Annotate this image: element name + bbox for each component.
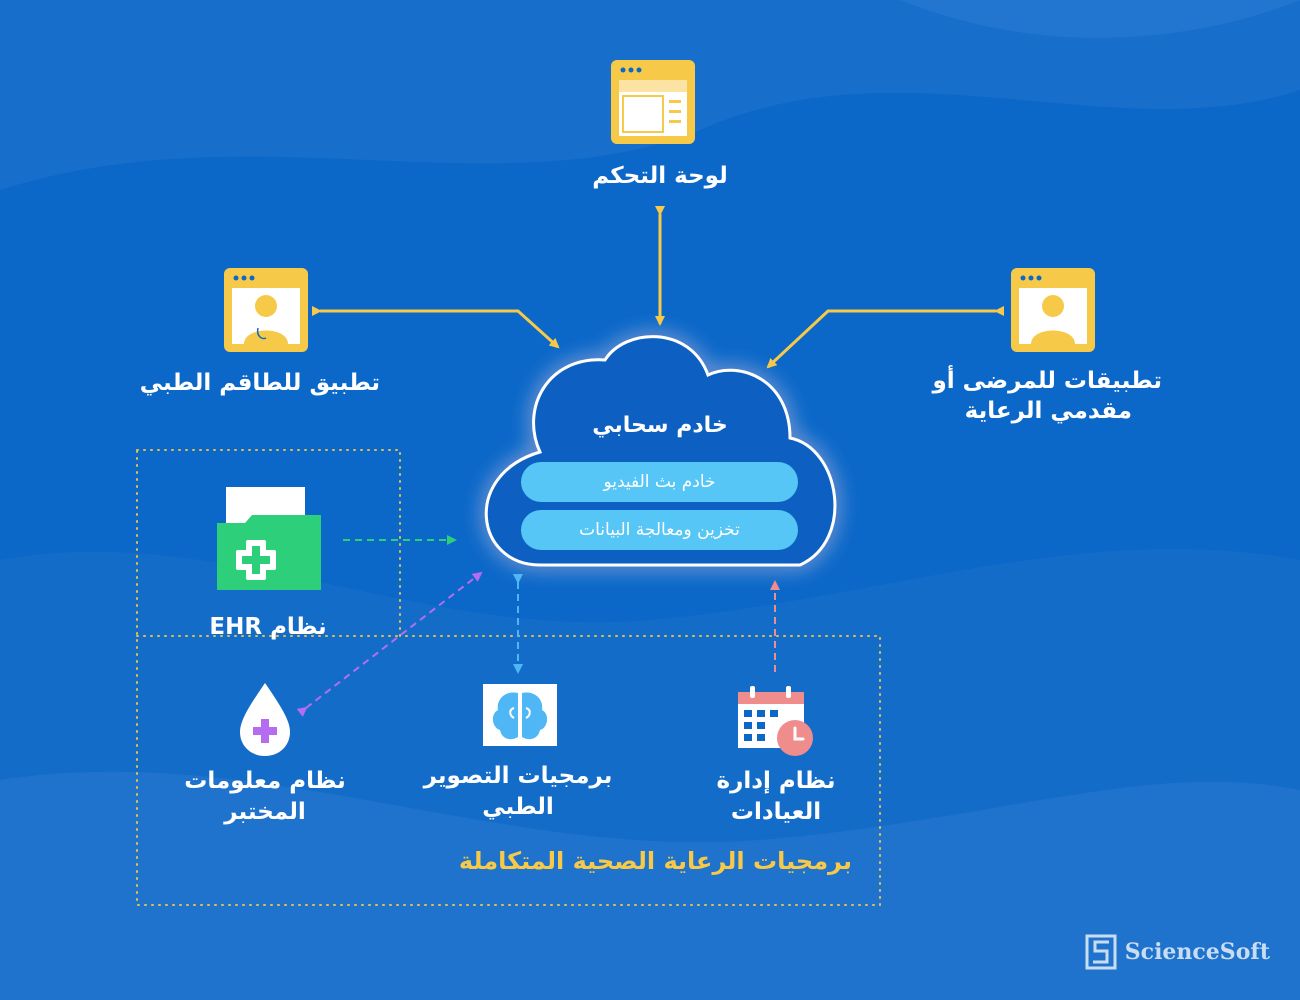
imaging-software-label-line1: برمجيات التصوير bbox=[423, 763, 613, 789]
sciencesoft-logo: ScienceSoft bbox=[1085, 934, 1270, 970]
connector-staff-app-cloud bbox=[312, 306, 560, 349]
doctor-window-icon bbox=[224, 268, 308, 352]
sciencesoft-logo-icon bbox=[1085, 934, 1117, 970]
blood-drop-icon bbox=[240, 683, 290, 756]
lab-system-label-line2: المختبر bbox=[224, 799, 306, 825]
data-storage-processing-pill: تخزين ومعالجة البيانات bbox=[521, 510, 798, 550]
patient-apps-label-line1: تطبيقات للمرضى أو bbox=[932, 368, 1162, 394]
clinic-management-label-line1: نظام إدارة bbox=[716, 768, 836, 794]
clinic-management-label-line2: العيادات bbox=[730, 799, 822, 825]
dashboard-label: لوحة التحكم bbox=[592, 163, 728, 189]
integrated-software-region bbox=[136, 449, 881, 906]
ehr-label: نظام EHR bbox=[209, 614, 327, 640]
medical-folder-icon bbox=[217, 487, 321, 590]
dashboard-window-icon bbox=[611, 60, 695, 144]
patient-apps-label-line2: مقدمي الرعاية bbox=[964, 398, 1132, 424]
cloud-server-title: خادم سحابي bbox=[592, 413, 728, 438]
lab-system-label-line1: نظام معلومات bbox=[184, 768, 346, 794]
integrated-software-title: برمجيات الرعاية الصحية المتكاملة bbox=[458, 847, 852, 875]
video-streaming-server-pill: خادم بث الفيديو bbox=[521, 462, 798, 502]
calendar-clock-icon bbox=[738, 686, 813, 756]
cloud-server-shape bbox=[484, 335, 837, 567]
brand-name: ScienceSoft bbox=[1124, 939, 1270, 965]
imaging-software-label-line2: الطبي bbox=[482, 794, 554, 820]
connector-lab-cloud bbox=[296, 571, 483, 717]
patient-window-icon bbox=[1011, 268, 1095, 352]
medical-staff-app-label: تطبيق للطاقم الطبي bbox=[139, 370, 380, 396]
connector-patient-apps-cloud bbox=[766, 306, 1004, 369]
brain-scan-icon bbox=[483, 684, 557, 746]
